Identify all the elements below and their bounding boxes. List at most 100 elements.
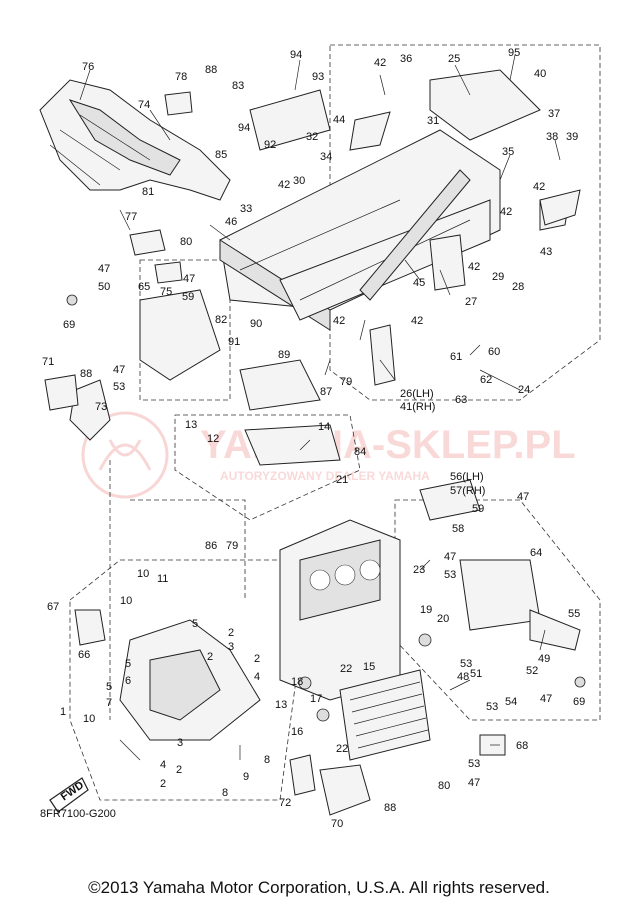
callout-19: 19 — [420, 604, 432, 616]
callout-47g: 47 — [468, 777, 480, 789]
slide-rail-45 — [359, 169, 471, 301]
callout-42c: 42 — [533, 181, 545, 193]
callout-69b: 69 — [573, 696, 585, 708]
callout-33: 33 — [240, 203, 252, 215]
callout-41rh: 41(RH) — [400, 401, 435, 413]
callout-2e: 2 — [160, 778, 166, 790]
callout-94b: 94 — [238, 122, 250, 134]
callout-72: 72 — [279, 797, 291, 809]
callout-36: 36 — [400, 53, 412, 65]
callout-88: 88 — [205, 64, 217, 76]
plate-14 — [244, 424, 341, 466]
callout-37: 37 — [548, 108, 560, 120]
callout-29: 29 — [492, 271, 504, 283]
engine-mount-frame — [119, 519, 401, 741]
callout-58: 58 — [452, 523, 464, 535]
callout-48: 48 — [457, 671, 469, 683]
callout-27: 27 — [465, 296, 477, 308]
callout-18: 18 — [291, 676, 303, 688]
watermark-subtitle: AUTORYZOWANY DEALER YAMAHA — [220, 469, 430, 483]
callout-55: 55 — [568, 608, 580, 620]
bracket-66 — [74, 609, 106, 646]
plate-89 — [239, 359, 321, 411]
callout-92: 92 — [264, 139, 276, 151]
callout-labels: 76 74 78 88 83 94 93 42 36 25 95 40 94 9… — [42, 47, 585, 830]
callout-39: 39 — [566, 131, 578, 143]
callout-23: 23 — [413, 564, 425, 576]
callout-24: 24 — [518, 384, 530, 396]
callout-22: 22 — [340, 663, 352, 675]
callout-47: 47 — [98, 263, 110, 275]
callout-89: 89 — [278, 349, 290, 361]
callout-12: 12 — [207, 433, 219, 445]
callout-46: 46 — [225, 216, 237, 228]
front-nose-frame — [39, 79, 231, 201]
callout-42d: 42 — [500, 206, 512, 218]
callout-47c: 47 — [113, 364, 125, 376]
callout-62: 62 — [480, 374, 492, 386]
callout-53c: 53 — [460, 658, 472, 670]
bracket-26 — [369, 324, 396, 386]
callout-26lh: 26(LH) — [400, 388, 434, 400]
callout-1: 1 — [60, 706, 66, 718]
callout-74: 74 — [138, 99, 150, 111]
callout-60: 60 — [488, 346, 500, 358]
callout-59: 59 — [182, 291, 194, 303]
callout-10b: 10 — [120, 595, 132, 607]
leader-lines — [79, 54, 561, 761]
callout-3: 3 — [228, 641, 234, 653]
callout-4: 4 — [254, 671, 260, 683]
callout-76: 76 — [82, 61, 94, 73]
callout-49: 49 — [538, 653, 550, 665]
callout-2: 2 — [228, 627, 234, 639]
diagram-code: 8FR7100-G200 — [40, 808, 116, 820]
callout-80b: 80 — [438, 780, 450, 792]
callout-42: 42 — [374, 57, 386, 69]
callout-16: 16 — [291, 726, 303, 738]
callout-75: 75 — [160, 286, 172, 298]
right-brackets — [419, 189, 581, 651]
callout-47b: 47 — [183, 273, 195, 285]
callout-68: 68 — [516, 740, 528, 752]
callout-64: 64 — [530, 547, 542, 559]
callout-66: 66 — [78, 649, 90, 661]
callout-3b: 3 — [177, 737, 183, 749]
callout-8b: 8 — [222, 787, 228, 799]
callout-25: 25 — [448, 53, 460, 65]
callout-2c: 2 — [254, 653, 260, 665]
callout-2d: 2 — [176, 764, 182, 776]
callout-42g: 42 — [411, 315, 423, 327]
callout-93: 93 — [312, 71, 324, 83]
callout-32: 32 — [306, 131, 318, 143]
callout-70: 70 — [331, 818, 343, 830]
callout-21: 21 — [336, 474, 348, 486]
fwd-arrow: FWD — [49, 777, 89, 813]
callout-69: 69 — [63, 319, 75, 331]
misc-parts — [44, 91, 586, 816]
plate-77 — [129, 229, 166, 256]
callout-71: 71 — [42, 356, 54, 368]
callout-51: 51 — [470, 668, 482, 680]
callout-54: 54 — [505, 696, 517, 708]
callout-31: 31 — [427, 115, 439, 127]
part-72 — [289, 754, 316, 796]
callout-5b: 5 — [125, 658, 131, 670]
copyright-notice: ©2013 Yamaha Motor Corporation, U.S.A. A… — [88, 878, 550, 897]
callout-5: 5 — [192, 618, 198, 630]
callout-67: 67 — [47, 601, 59, 613]
callout-90: 90 — [250, 318, 262, 330]
callout-95: 95 — [508, 47, 520, 59]
callout-61: 61 — [450, 351, 462, 363]
callout-81: 81 — [142, 186, 154, 198]
callout-22b: 22 — [336, 743, 348, 755]
callout-50: 50 — [98, 281, 110, 293]
callout-4b: 4 — [160, 759, 166, 771]
callout-65: 65 — [138, 281, 150, 293]
callout-20: 20 — [437, 613, 449, 625]
callout-87: 87 — [320, 386, 332, 398]
callout-86: 86 — [205, 540, 217, 552]
callout-38: 38 — [546, 131, 558, 143]
callout-84: 84 — [354, 446, 366, 458]
callout-47e: 47 — [444, 551, 456, 563]
